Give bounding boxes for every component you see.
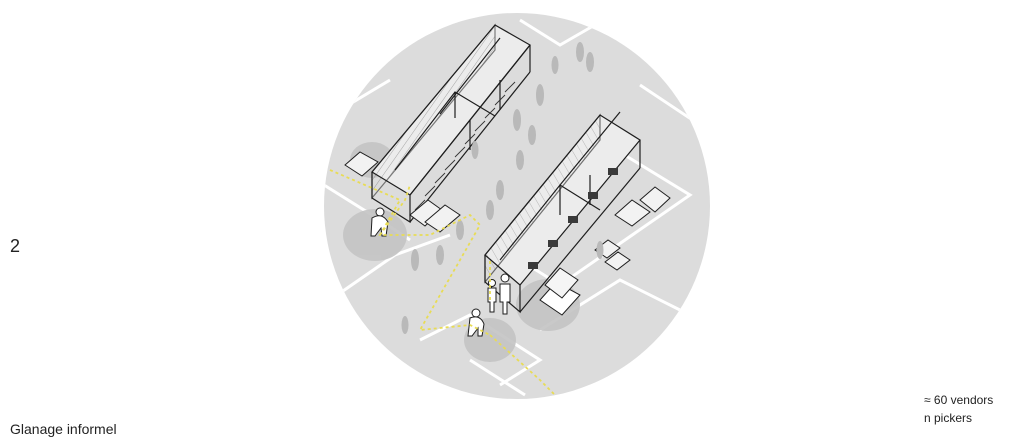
stats-block: ≈ 60 vendors n pickers [924,391,993,427]
vendors-count: ≈ 60 vendors [924,391,993,409]
caption: Glanage informel [10,421,117,437]
pickers-count: n pickers [924,409,993,427]
